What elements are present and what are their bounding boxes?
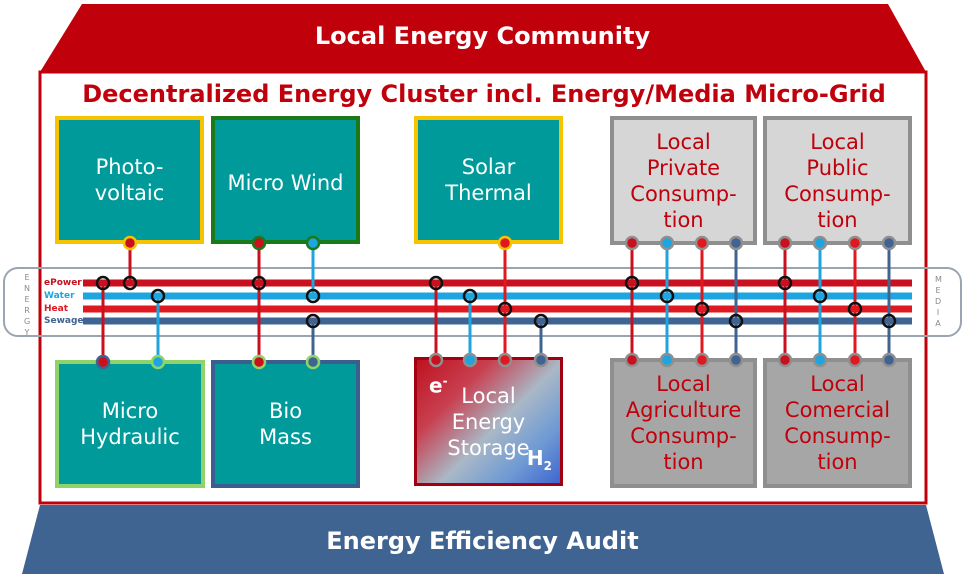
energy-caption-text: ENERGY [24,273,31,337]
audit-title: Energy Efficiency Audit [326,527,639,555]
photovoltaic-box[interactable]: Photo- voltaic [55,116,204,244]
heat-label: Heat [44,304,69,314]
media-caption: MEDIA [932,274,944,329]
agriculture-consumption-box[interactable]: Local Agriculture Consump- tion [610,358,757,488]
energy-storage-label: Local Energy Storage [447,383,530,460]
epower-label: ePower [44,278,82,288]
water-label: Water [44,291,75,301]
micro-wind-label: Micro Wind [227,171,344,195]
hydrogen-symbol: H2 [527,445,552,479]
energy-caption: ENERGY [21,272,33,338]
private-consumption-box[interactable]: Local Private Consump- tion [610,116,757,245]
hydrogen-letter: H [526,446,544,470]
foundation [22,505,944,574]
commercial-consumption-label: Local Comercial Consump- tion [784,372,891,474]
micro-hydraulic-box[interactable]: Micro Hydraulic [55,360,205,488]
photovoltaic-label: Photo- voltaic [94,155,165,205]
electron-sup: - [442,374,448,388]
solar-thermal-label: Solar Thermal [445,155,532,205]
micro-hydraulic-label: Micro Hydraulic [80,399,180,449]
electron-letter: e [429,373,443,398]
solar-thermal-box[interactable]: Solar Thermal [414,116,563,244]
public-consumption-label: Local Public Consump- tion [784,129,891,232]
public-consumption-box[interactable]: Local Public Consump- tion [763,116,912,245]
sewage-label: Sewage [44,316,84,326]
micro-wind-box[interactable]: Micro Wind [211,116,360,244]
community-title: Local Energy Community [314,22,651,50]
hydrogen-sub: 2 [543,459,552,473]
cluster-title: Decentralized Energy Cluster incl. Energ… [82,80,886,108]
bio-mass-box[interactable]: Bio Mass [211,360,360,488]
electron-symbol: e- [429,368,448,399]
private-consumption-label: Local Private Consump- tion [630,129,737,232]
media-caption-text: MEDIA [935,275,942,328]
agriculture-consumption-label: Local Agriculture Consump- tion [625,372,742,474]
bio-mass-label: Bio Mass [259,399,312,449]
energy-storage-box[interactable]: Local Energy Storage e- H2 [414,357,563,486]
commercial-consumption-box[interactable]: Local Comercial Consump- tion [763,358,912,488]
roof [40,4,926,72]
